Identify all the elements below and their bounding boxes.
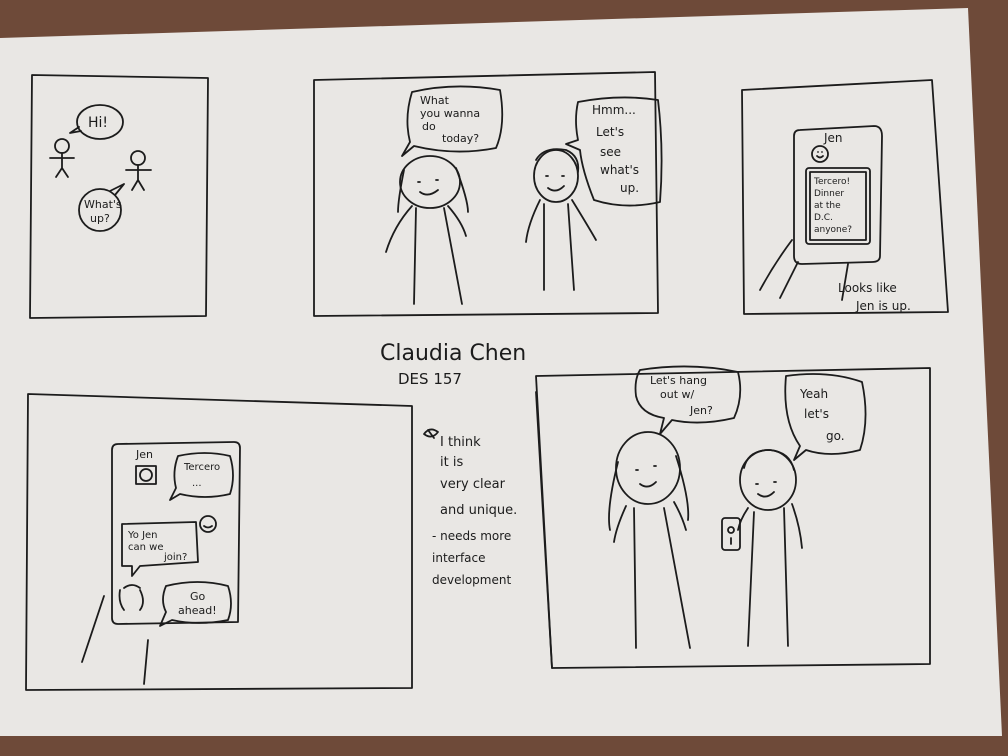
p2-right-l5: up. [620, 181, 639, 195]
message-box-inner [809, 171, 867, 241]
message-box [805, 167, 871, 245]
note-l7: development [432, 573, 511, 587]
p4-contact: Jen [135, 448, 153, 461]
girl-left [385, 155, 469, 305]
panel-3 [741, 79, 949, 315]
header-course: DES 157 [398, 370, 462, 388]
p3-contact: Jen [823, 131, 843, 145]
friend-avatar [199, 515, 217, 533]
p4-msg3-l1: Go [190, 590, 206, 603]
phone-outline [793, 125, 883, 265]
bubble-hi-tail [69, 126, 82, 134]
phone-outline-large [111, 441, 241, 625]
p3-msg-l2: Dinner [814, 189, 844, 199]
bubble-whats-up-tail [109, 183, 125, 196]
panel-2 [313, 71, 663, 317]
panel-1-frame [29, 74, 209, 319]
bubble-hi-text: Hi! [88, 115, 108, 131]
p2-right-l4: what's [600, 163, 639, 177]
bubble-go-ahead [159, 581, 232, 627]
hand-lines [759, 239, 849, 301]
stick-figure-left [49, 138, 75, 178]
girl-right-p5 [737, 449, 803, 647]
p4-msg3-l2: ahead! [178, 604, 217, 617]
p4-msg2-l2: can we [128, 542, 163, 553]
panel-3-frame [741, 79, 949, 315]
note-l3: very clear [440, 477, 506, 492]
header-name: Claudia Chen [380, 341, 526, 366]
girl-right [525, 148, 597, 291]
bubble-tercero [169, 452, 234, 501]
jen-avatar [811, 145, 829, 163]
p5-left-l2: out w/ [660, 388, 695, 401]
p2-left-l1: What [420, 94, 450, 107]
p4-msg1-l1: Tercero [183, 462, 220, 473]
p3-caption-l1: Looks like [838, 281, 897, 295]
panel-5 [535, 365, 931, 669]
bubble-whats-up [78, 188, 122, 232]
note-l4: and unique. [440, 503, 517, 518]
friend-avatar-small [118, 584, 144, 611]
note-l6: interface [432, 551, 486, 565]
panel-1 [29, 74, 209, 319]
p5-right-l1: Yeah [799, 387, 828, 401]
p3-msg-l4: D.C. [814, 213, 833, 223]
p5-left-l3: Jen? [689, 404, 713, 417]
bubble-yo-jen [121, 521, 199, 577]
note-l2: it is [440, 455, 463, 470]
p2-right-l3: see [600, 145, 621, 159]
p5-right-l2: let's [804, 407, 829, 421]
panel-4-frame [25, 393, 413, 691]
bubble-hang-out [634, 365, 742, 435]
p5-right-l3: go. [826, 429, 845, 443]
bubble-up-text: up? [90, 212, 110, 225]
bubble-what-you-wanna [401, 85, 504, 157]
bubble-hmm [565, 96, 663, 207]
note-l5: - needs more [432, 529, 511, 543]
bubble-hi [76, 104, 124, 140]
p3-msg-l3: at the [814, 201, 841, 211]
p2-right-l1: Hmm... [592, 103, 636, 117]
phone-in-hand [721, 517, 741, 551]
p2-right-l2: Let's [596, 125, 624, 139]
p4-msg1-l2: ... [192, 478, 202, 489]
note-l1: I think [440, 435, 481, 450]
p3-caption-l2: Jen is up. [855, 299, 911, 313]
note-icon [423, 428, 439, 439]
panel-5-left-edge [535, 391, 553, 669]
p2-left-l4: today? [442, 132, 479, 145]
paper-sheet [0, 8, 1002, 736]
p4-msg2-l1: Yo Jen [127, 530, 158, 541]
p5-left-l1: Let's hang [650, 374, 707, 387]
bubble-whats-text: What's [84, 198, 122, 211]
panel-2-frame [313, 71, 659, 317]
p3-msg-l1: Tercero! [813, 177, 850, 187]
panel-4 [25, 393, 413, 691]
p4-msg2-l3: join? [163, 552, 187, 563]
p3-msg-l5: anyone? [814, 225, 852, 235]
p2-left-l2: you wanna [420, 107, 480, 120]
girl-left-p5 [608, 431, 691, 649]
stick-figure-right [125, 150, 152, 191]
bubble-yeah [784, 373, 867, 461]
jen-avatar-box [135, 465, 157, 485]
p2-left-l3: do [422, 120, 436, 133]
hand-lines-large [81, 595, 149, 685]
